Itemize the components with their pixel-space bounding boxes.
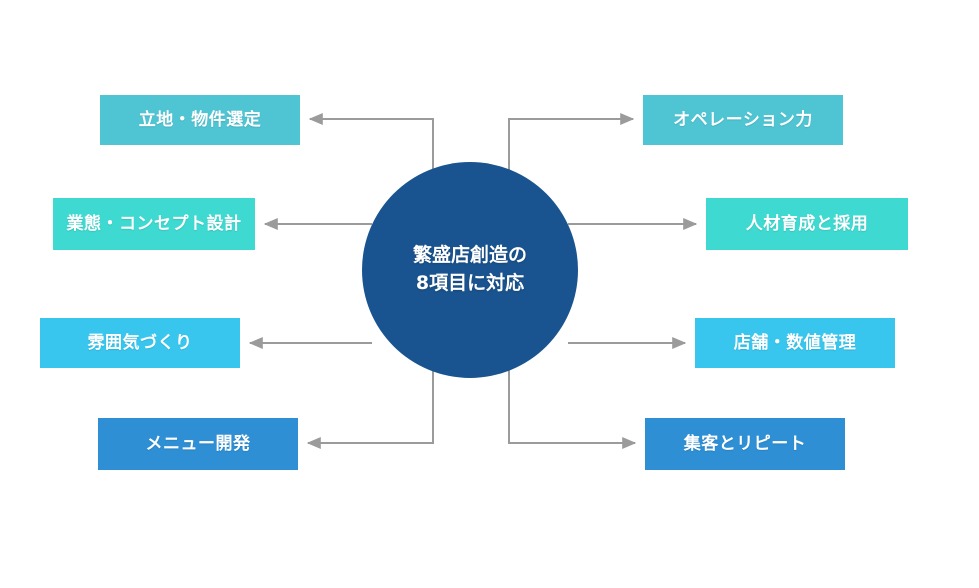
node-store-metrics[interactable]: 店舗・数値管理 (695, 318, 895, 368)
center-hub-label-line2: 8項目に対応 (415, 272, 525, 294)
node-label: 立地・物件選定 (138, 109, 262, 130)
center-hub: 繁盛店創造の 8項目に対応 (362, 162, 578, 378)
connector-hub-to-operation-power (508, 113, 635, 172)
node-concept-design[interactable]: 業態・コンセプト設計 (53, 198, 255, 250)
node-atmosphere[interactable]: 雰囲気づくり (40, 318, 240, 368)
node-location-selection[interactable]: 立地・物件選定 (100, 95, 300, 145)
connector-hub-to-customer-repeat (508, 368, 637, 449)
center-hub-label-line1: 繁盛店創造の (412, 244, 527, 267)
node-hr-development[interactable]: 人材育成と採用 (706, 198, 908, 250)
connector-hub-to-menu-development (306, 368, 434, 449)
node-label: オペレーション力 (673, 109, 813, 130)
connector-hub-to-location-selection (308, 113, 434, 172)
node-label: 集客とリピート (683, 433, 807, 454)
node-label: 雰囲気づくり (87, 332, 193, 353)
node-label: メニュー開発 (145, 433, 251, 454)
node-label: 業態・コンセプト設計 (66, 213, 242, 234)
node-menu-development[interactable]: メニュー開発 (98, 418, 298, 470)
node-customer-repeat[interactable]: 集客とリピート (645, 418, 845, 470)
node-label: 店舗・数値管理 (733, 332, 857, 353)
node-label: 人材育成と採用 (745, 213, 869, 234)
node-operation-power[interactable]: オペレーション力 (643, 95, 843, 145)
